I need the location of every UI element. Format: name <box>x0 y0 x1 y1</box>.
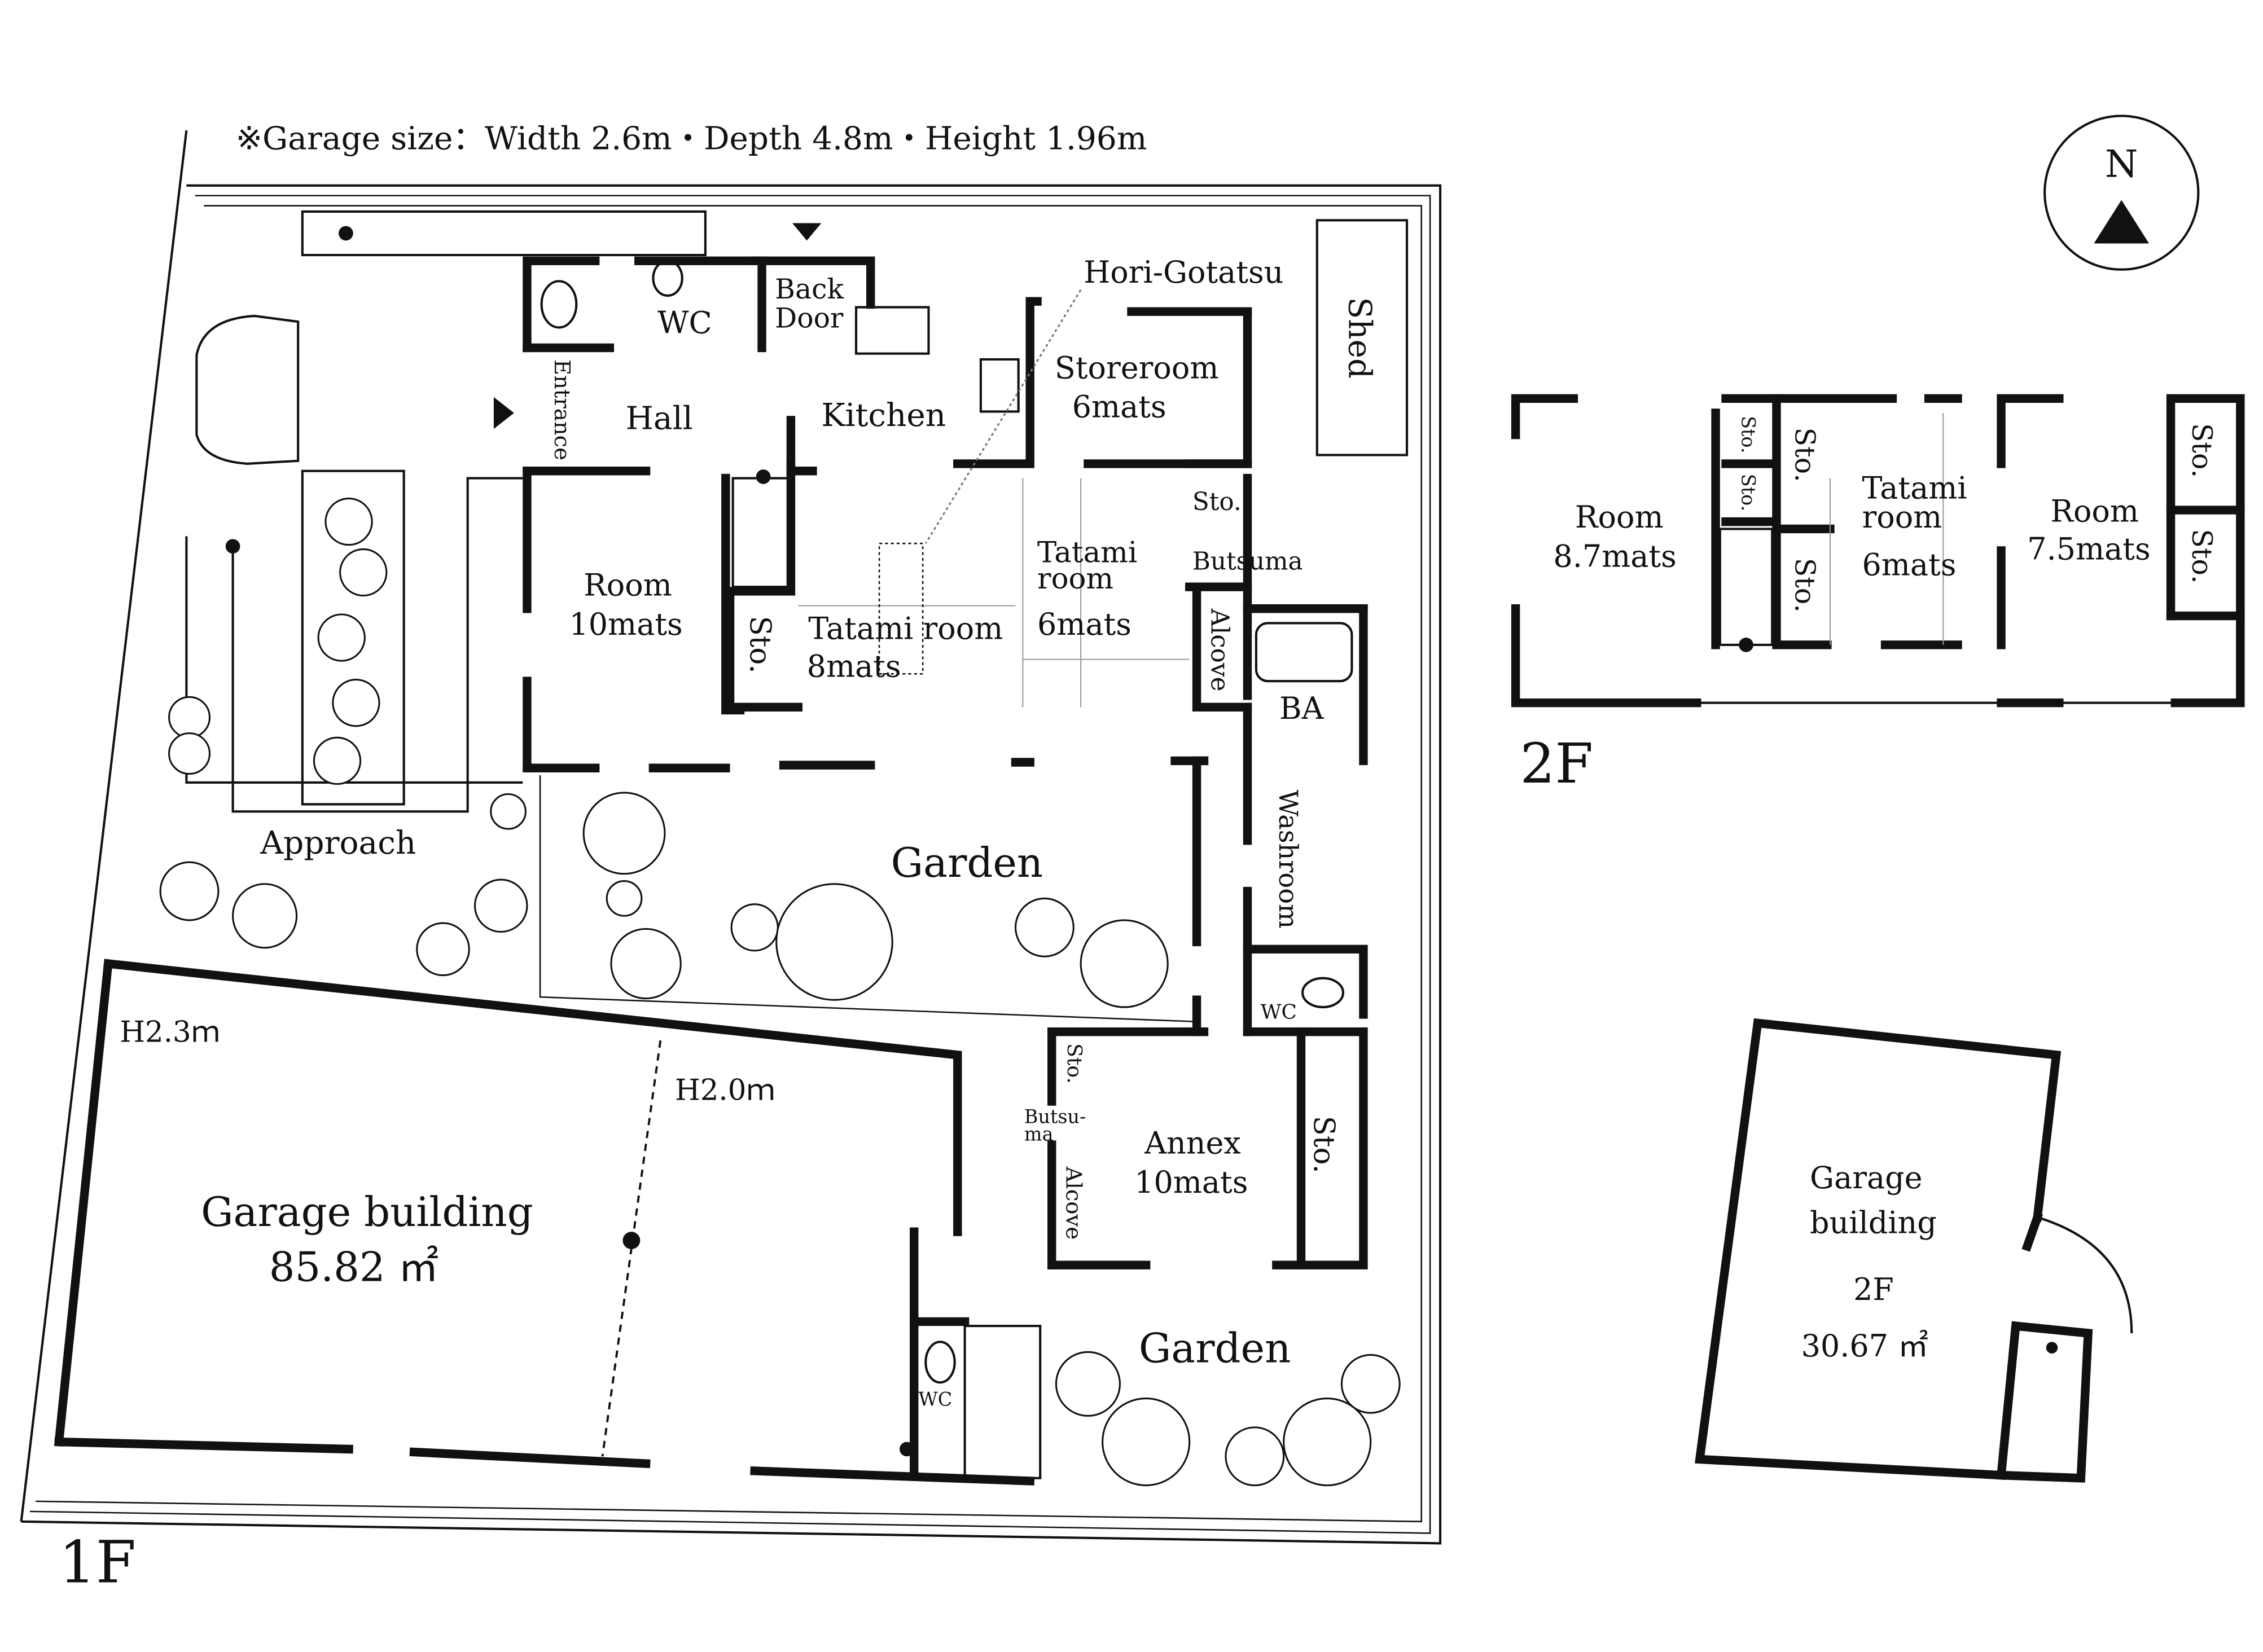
site-boundary <box>20 130 1442 1545</box>
car-icon <box>195 314 300 465</box>
label-room10-size: 10mats <box>569 607 682 642</box>
garage-2f: Garage building 2F 30.67 ㎡ <box>1695 1018 2133 1483</box>
label-entrance: Entrance <box>549 359 574 460</box>
label-garage2f-3: 2F <box>1853 1272 1894 1307</box>
compass-label: N <box>2105 142 2138 186</box>
label-approach: Approach <box>260 825 416 862</box>
toilet-icon <box>652 260 683 297</box>
floor2-labels: 2F Room 8.7mats Sto. Sto. Sto. Sto. Tata… <box>1520 416 2218 796</box>
label-annex-size: 10mats <box>1134 1165 1248 1200</box>
label-butsuma: Butsuma <box>1192 547 1303 575</box>
label-storeroom: Storeroom <box>1055 350 1219 385</box>
label-room10: Room <box>584 568 672 603</box>
floor1-label: 1F <box>59 1530 136 1597</box>
label-shed: Shed <box>1341 297 1378 379</box>
label-annex: Annex <box>1144 1125 1241 1161</box>
label-garden-main: Garden <box>891 839 1043 886</box>
label-garage2f-1: Garage <box>1810 1160 1923 1196</box>
label-garage-area: 85.82 ㎡ <box>269 1243 439 1290</box>
floor1-labels: 1F Hori-Gotatsu Back Door WC Shed Entran… <box>59 254 1378 1597</box>
north-arrow-icon <box>2094 200 2150 244</box>
label-sto-f: Sto. <box>2186 529 2218 583</box>
label-tatami2f-size: 6mats <box>1862 547 1956 583</box>
label-room87: Room <box>1575 499 1664 535</box>
label-room75-size: 7.5mats <box>2027 531 2150 566</box>
label-sto-b: Sto. <box>1737 474 1759 511</box>
label-butsuma-annex: Butsu- <box>1024 1106 1086 1128</box>
interior-details <box>493 219 1409 1384</box>
sink-icon <box>854 306 930 355</box>
label-storeroom-size: 6mats <box>1072 389 1166 425</box>
label-ba: BA <box>1279 691 1325 726</box>
shed-outline <box>1315 219 1409 456</box>
label-tatami2f-room: room <box>1862 499 1942 535</box>
label-sto-annex-right: Sto. <box>1307 1116 1341 1174</box>
label-wc-garage: WC <box>918 1388 952 1410</box>
label-garage2f-4: 30.67 ㎡ <box>1801 1328 1928 1364</box>
floor2-label: 2F <box>1520 732 1593 796</box>
label-sto-tatami8: Sto. <box>743 616 777 674</box>
garage-size-note: ※Garage size：Width 2.6m・Depth 4.8m・Heigh… <box>236 121 1147 157</box>
label-sto-d: Sto. <box>1788 558 1821 613</box>
label-wc: WC <box>657 305 712 341</box>
label-garage-building: Garage building <box>201 1188 533 1236</box>
label-alcove: Alcove <box>1205 608 1234 692</box>
label-sto-annex-top: Sto. <box>1063 1043 1086 1084</box>
main-house-walls <box>523 256 1368 1269</box>
label-tatami6-size: 6mats <box>1037 607 1132 642</box>
label-washroom: Washroom <box>1273 790 1304 929</box>
stove-icon <box>979 358 1020 413</box>
label-tatami6-room: room <box>1037 562 1113 596</box>
label-room75: Room <box>2050 494 2139 529</box>
label-h23: H2.3ｍ <box>120 1016 220 1049</box>
label-h20: H2.0ｍ <box>675 1073 775 1107</box>
label-sto-e: Sto. <box>2186 423 2218 478</box>
label-alcove-annex: Alcove <box>1060 1166 1086 1240</box>
toilet-icon <box>540 280 578 329</box>
label-tatami6: Tatami <box>1037 536 1137 570</box>
garage-walls <box>54 959 1035 1486</box>
entrance-marker-icon <box>493 397 514 429</box>
label-wc-annex: WC <box>1261 1001 1297 1024</box>
toilet-icon <box>924 1341 956 1384</box>
label-hall: Hall <box>626 400 693 437</box>
label-back-door-2: Door <box>775 302 844 334</box>
label-garage2f-2: building <box>1810 1205 1937 1241</box>
floor2-walls <box>1511 394 2245 708</box>
label-kitchen: Kitchen <box>821 397 946 434</box>
bathtub-icon <box>1255 622 1353 683</box>
label-garden-south: Garden <box>1139 1324 1291 1372</box>
label-hori-gotatsu: Hori-Gotatsu <box>1084 254 1283 290</box>
label-tatami8-size: 8mats <box>807 648 901 684</box>
label-sto-c: Sto. <box>1788 428 1821 482</box>
label-tatami2f: Tatami <box>1862 471 1967 506</box>
compass: N <box>2043 115 2200 271</box>
label-tatami8: Tatami room <box>808 611 1003 647</box>
back-door-marker-icon <box>792 223 822 241</box>
garden-trees <box>159 497 1401 1487</box>
label-back-door: Back <box>775 273 844 305</box>
label-sto-a: Sto. <box>1737 416 1759 453</box>
label-sto: Sto. <box>1192 487 1242 516</box>
toilet-icon <box>1301 977 1345 1009</box>
label-room87-size: 8.7mats <box>1553 538 1676 574</box>
label-butsuma-annex-2: ma <box>1024 1123 1054 1145</box>
